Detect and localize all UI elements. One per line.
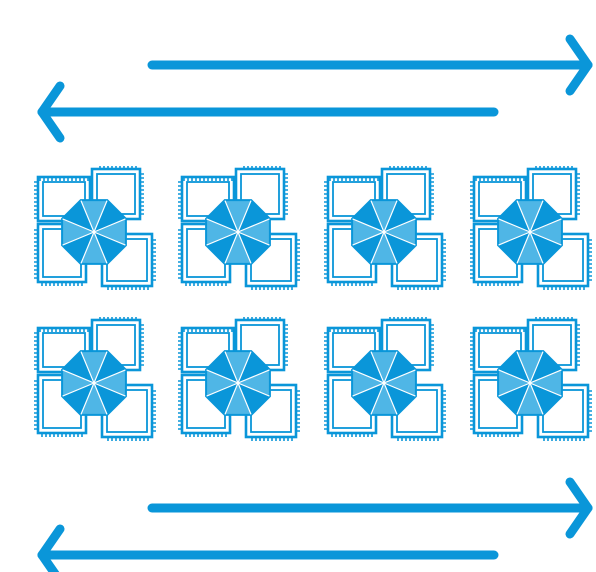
pinwheel-octagon-tile-icon xyxy=(34,317,156,441)
arrow-left xyxy=(37,524,499,572)
arrow-head xyxy=(565,477,593,539)
pinwheel-octagon-tile-icon xyxy=(34,166,156,290)
pinwheel-octagon-tile-icon xyxy=(178,166,300,290)
pinwheel-octagon-tile-icon xyxy=(324,166,446,290)
arrow-left xyxy=(37,81,499,143)
pinwheel-octagon-tile-icon xyxy=(324,317,446,441)
arrow-right xyxy=(147,477,593,539)
arrow-head xyxy=(565,34,593,96)
pinwheel-octagon-tile-icon xyxy=(178,317,300,441)
pinwheel-octagon-tile-icon xyxy=(470,317,592,441)
arrow-head xyxy=(37,81,65,143)
pinwheel-octagon-tile-icon xyxy=(470,166,592,290)
arrow-right xyxy=(147,34,593,96)
arrows-group xyxy=(37,34,593,572)
arrow-head xyxy=(37,524,65,572)
tile-grid xyxy=(34,166,592,441)
